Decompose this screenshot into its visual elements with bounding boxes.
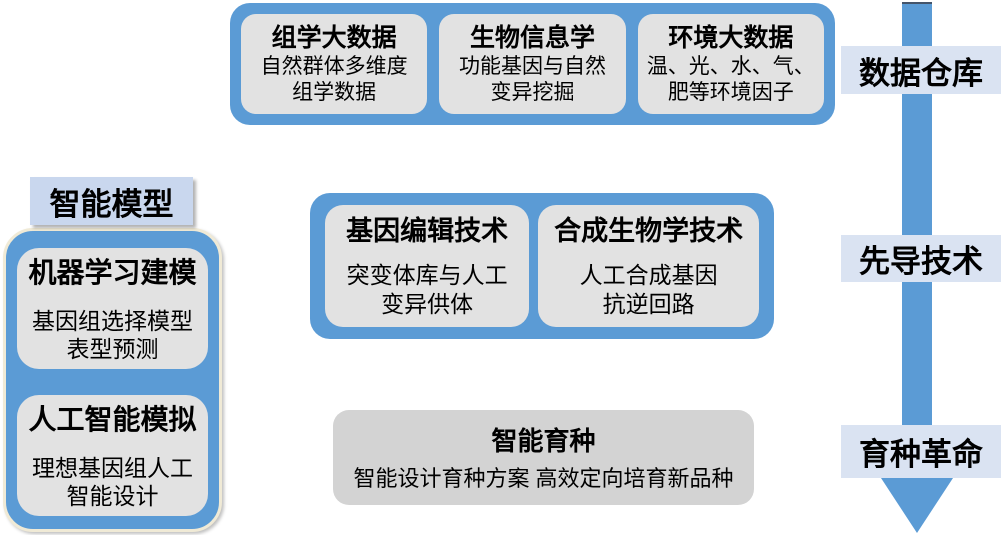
- box-line: 理想基因组人工: [32, 455, 193, 481]
- ai-simulation-box: 人工智能模拟 理想基因组人工 智能设计: [17, 395, 208, 516]
- box-line: 智能设计育种方案 高效定向培育新品种: [353, 465, 734, 491]
- box-line: 组学数据: [292, 81, 377, 104]
- stage-label-leading-tech: 先导技术: [841, 235, 1001, 282]
- box-line: 表型预测: [66, 336, 159, 362]
- omics-bigdata-box: 组学大数据 自然群体多维度 组学数据: [241, 14, 428, 114]
- data-warehouse-group: 组学大数据 自然群体多维度 组学数据 生物信息学 功能基因与自然 变异挖掘 环境…: [230, 3, 835, 125]
- synthetic-biology-box: 合成生物学技术 人工合成基因 抗逆回路: [538, 205, 759, 327]
- stage-label-data-warehouse: 数据仓库: [841, 46, 1001, 94]
- box-title: 组学大数据: [271, 24, 397, 52]
- box-title: 环境大数据: [668, 24, 794, 52]
- box-title: 机器学习建模: [28, 257, 197, 288]
- box-line: 基因组选择模型: [32, 308, 193, 334]
- smart-breeding-box: 智能育种 智能设计育种方案 高效定向培育新品种: [333, 410, 754, 505]
- bioinformatics-box: 生物信息学 功能基因与自然 变异挖掘: [439, 14, 626, 114]
- smart-model-group: 机器学习建模 基因组选择模型 表型预测 人工智能模拟 理想基因组人工 智能设计: [3, 228, 222, 532]
- box-title: 基因编辑技术: [346, 215, 509, 246]
- box-line: 自然群体多维度: [260, 55, 408, 78]
- box-title: 人工智能模拟: [28, 404, 197, 435]
- environment-bigdata-box: 环境大数据 温、光、水、气、 肥等环境因子: [637, 14, 824, 114]
- box-line: 突变体库与人工: [346, 261, 508, 288]
- box-line: 变异挖掘: [490, 81, 575, 104]
- box-title: 合成生物学技术: [554, 215, 744, 246]
- box-title: 生物信息学: [469, 24, 595, 52]
- box-line: 智能设计: [66, 483, 159, 509]
- box-line: 人工合成基因: [579, 261, 718, 288]
- gene-editing-box: 基因编辑技术 突变体库与人工 变异供体: [325, 205, 530, 327]
- down-arrow-icon: [881, 478, 953, 533]
- smart-model-label: 智能模型: [30, 177, 193, 225]
- stage-label-breeding-revolution: 育种革命: [841, 425, 1001, 478]
- box-line: 抗逆回路: [602, 290, 695, 317]
- machine-learning-box: 机器学习建模 基因组选择模型 表型预测: [17, 248, 208, 369]
- box-line: 变异供体: [381, 290, 474, 317]
- box-line: 温、光、水、气、: [646, 55, 815, 78]
- box-line: 功能基因与自然: [458, 55, 606, 78]
- box-line: 肥等环境因子: [667, 81, 794, 104]
- leading-tech-group: 基因编辑技术 突变体库与人工 变异供体 合成生物学技术 人工合成基因 抗逆回路: [310, 193, 774, 339]
- box-title: 智能育种: [491, 425, 596, 456]
